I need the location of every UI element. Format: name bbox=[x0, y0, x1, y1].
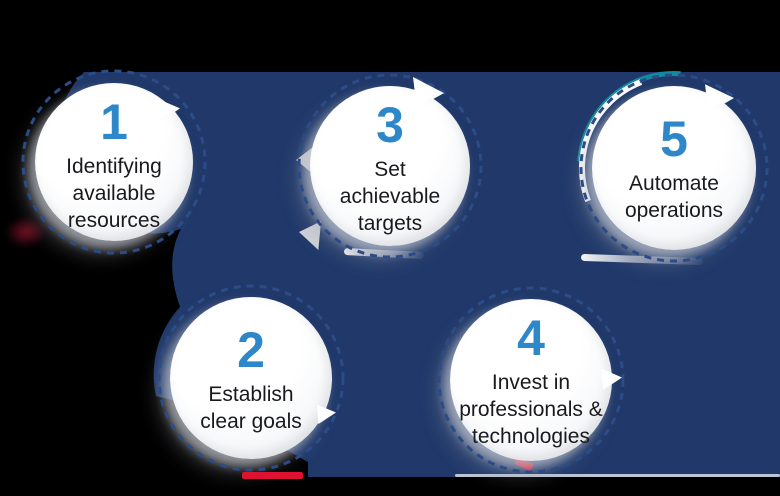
step-label-line: professionals & bbox=[459, 398, 603, 421]
step-label-line: Establish bbox=[208, 383, 294, 406]
bottom-edge-highlight bbox=[455, 474, 780, 477]
step-circle-3: 3 Set achievable targets bbox=[310, 86, 470, 246]
step-circle-5: 5 Automate operations bbox=[592, 86, 756, 250]
step-label: Set achievable targets bbox=[340, 156, 440, 237]
step-label-line: available bbox=[72, 182, 156, 205]
step-label: Automate operations bbox=[625, 170, 723, 224]
step-label: Establish clear goals bbox=[200, 381, 302, 435]
step-number: 3 bbox=[376, 97, 404, 153]
step-label-line: Identifying bbox=[66, 155, 162, 178]
step-disc: 2 Establish clear goals bbox=[170, 297, 332, 459]
step-label-line: achievable bbox=[339, 185, 441, 208]
red-accent-bar bbox=[242, 472, 303, 479]
step-number: 5 bbox=[660, 111, 688, 167]
step-disc: 5 Automate operations bbox=[592, 86, 756, 250]
step-label-line: clear goals bbox=[200, 410, 302, 433]
step-label-line: technologies bbox=[472, 425, 590, 448]
step-label-line: resources bbox=[67, 209, 161, 232]
step-label-line: Automate bbox=[629, 172, 719, 195]
step-label: Identifying available resources bbox=[66, 153, 162, 234]
step-label: Invest in professionals & technologies bbox=[459, 369, 603, 450]
step-label-line: Invest in bbox=[491, 371, 571, 394]
step-label-line: operations bbox=[624, 199, 724, 222]
step-disc: 3 Set achievable targets bbox=[310, 86, 470, 246]
step-disc: 4 Invest in professionals & technologies bbox=[450, 299, 612, 461]
step-number: 4 bbox=[517, 310, 545, 366]
step-number: 2 bbox=[237, 322, 265, 378]
step-circle-2: 2 Establish clear goals bbox=[170, 297, 332, 459]
step-label-line: Set bbox=[374, 158, 406, 181]
step-label-line: targets bbox=[357, 212, 423, 235]
step-number: 1 bbox=[100, 94, 128, 150]
step-circle-4: 4 Invest in professionals & technologies bbox=[450, 299, 612, 461]
